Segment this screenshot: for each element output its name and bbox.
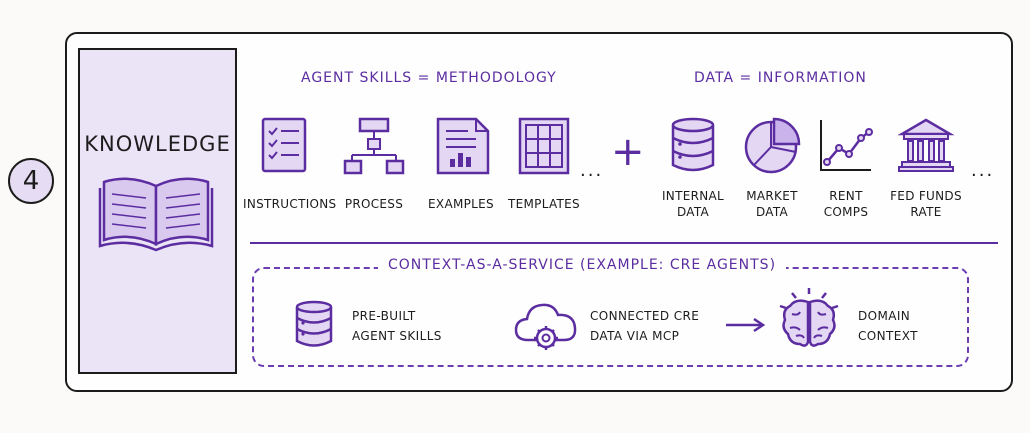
skill-label-templates: TEMPLATES [508,197,580,211]
arrow-right-icon [726,317,766,333]
data-label-rent-line2: COMPS [823,205,869,219]
skill-label-process: PROCESS [344,197,404,211]
section-divider [250,242,998,244]
plus-sign: + [611,129,645,175]
caas-label-prebuilt-line2: AGENT SKILLS [352,329,442,343]
caas-label-domain: DOMAIN CONTEXT [858,306,918,346]
data-label-market-line2: DATA [755,205,789,219]
skill-label-instructions: INSTRUCTIONS [243,197,337,211]
caas-label-connected: CONNECTED CRE DATA VIA MCP [590,306,699,346]
data-label-rent: RENT COMPS [806,188,886,220]
data-label-fed-funds-line2: RATE [910,205,942,219]
template-grid-icon [518,117,570,175]
caas-label-prebuilt-line1: PRE-BUILT [352,309,416,323]
caas-label-domain-line1: DOMAIN [858,309,911,323]
skills-ellipsis: ... [580,160,604,181]
data-label-market-line1: MARKET [746,189,798,203]
pie-chart-icon [744,117,801,174]
skill-label-examples: EXAMPLES [428,197,494,211]
line-chart-icon [820,120,873,171]
caas-label-connected-line1: CONNECTED CRE [590,309,700,323]
database-icon [295,300,333,347]
flowchart-icon [343,117,405,175]
knowledge-title: KNOWLEDGE [84,132,231,156]
step-number-badge: 4 [8,158,54,204]
brain-icon [779,288,839,347]
cloud-gear-icon [514,303,577,350]
caas-label-domain-line2: CONTEXT [858,329,918,343]
data-label-fed-funds-line1: FED FUNDS [890,189,962,203]
data-label-internal-line2: DATA [676,205,710,219]
data-ellipsis: ... [971,160,995,181]
data-label-market: MARKET DATA [732,188,812,220]
context-service-title: CONTEXT-AS-A-SERVICE (EXAMPLE: CRE AGENT… [378,257,787,273]
data-label-rent-line1: RENT [829,189,863,203]
open-book-icon [98,177,214,252]
data-label-fed-funds: FED FUNDS RATE [883,188,969,220]
document-chart-icon [436,117,490,175]
caas-label-prebuilt: PRE-BUILT AGENT SKILLS [352,306,442,346]
checklist-icon [261,117,307,173]
data-label-internal-line1: INTERNAL [661,189,725,203]
data-label-internal: INTERNAL DATA [653,188,733,220]
bank-building-icon [897,118,955,172]
database-icon [671,117,715,172]
caas-label-connected-line2: DATA VIA MCP [590,329,680,343]
data-information-heading: DATA = INFORMATION [694,70,867,86]
agent-skills-heading: AGENT SKILLS = METHODOLOGY [301,70,557,86]
